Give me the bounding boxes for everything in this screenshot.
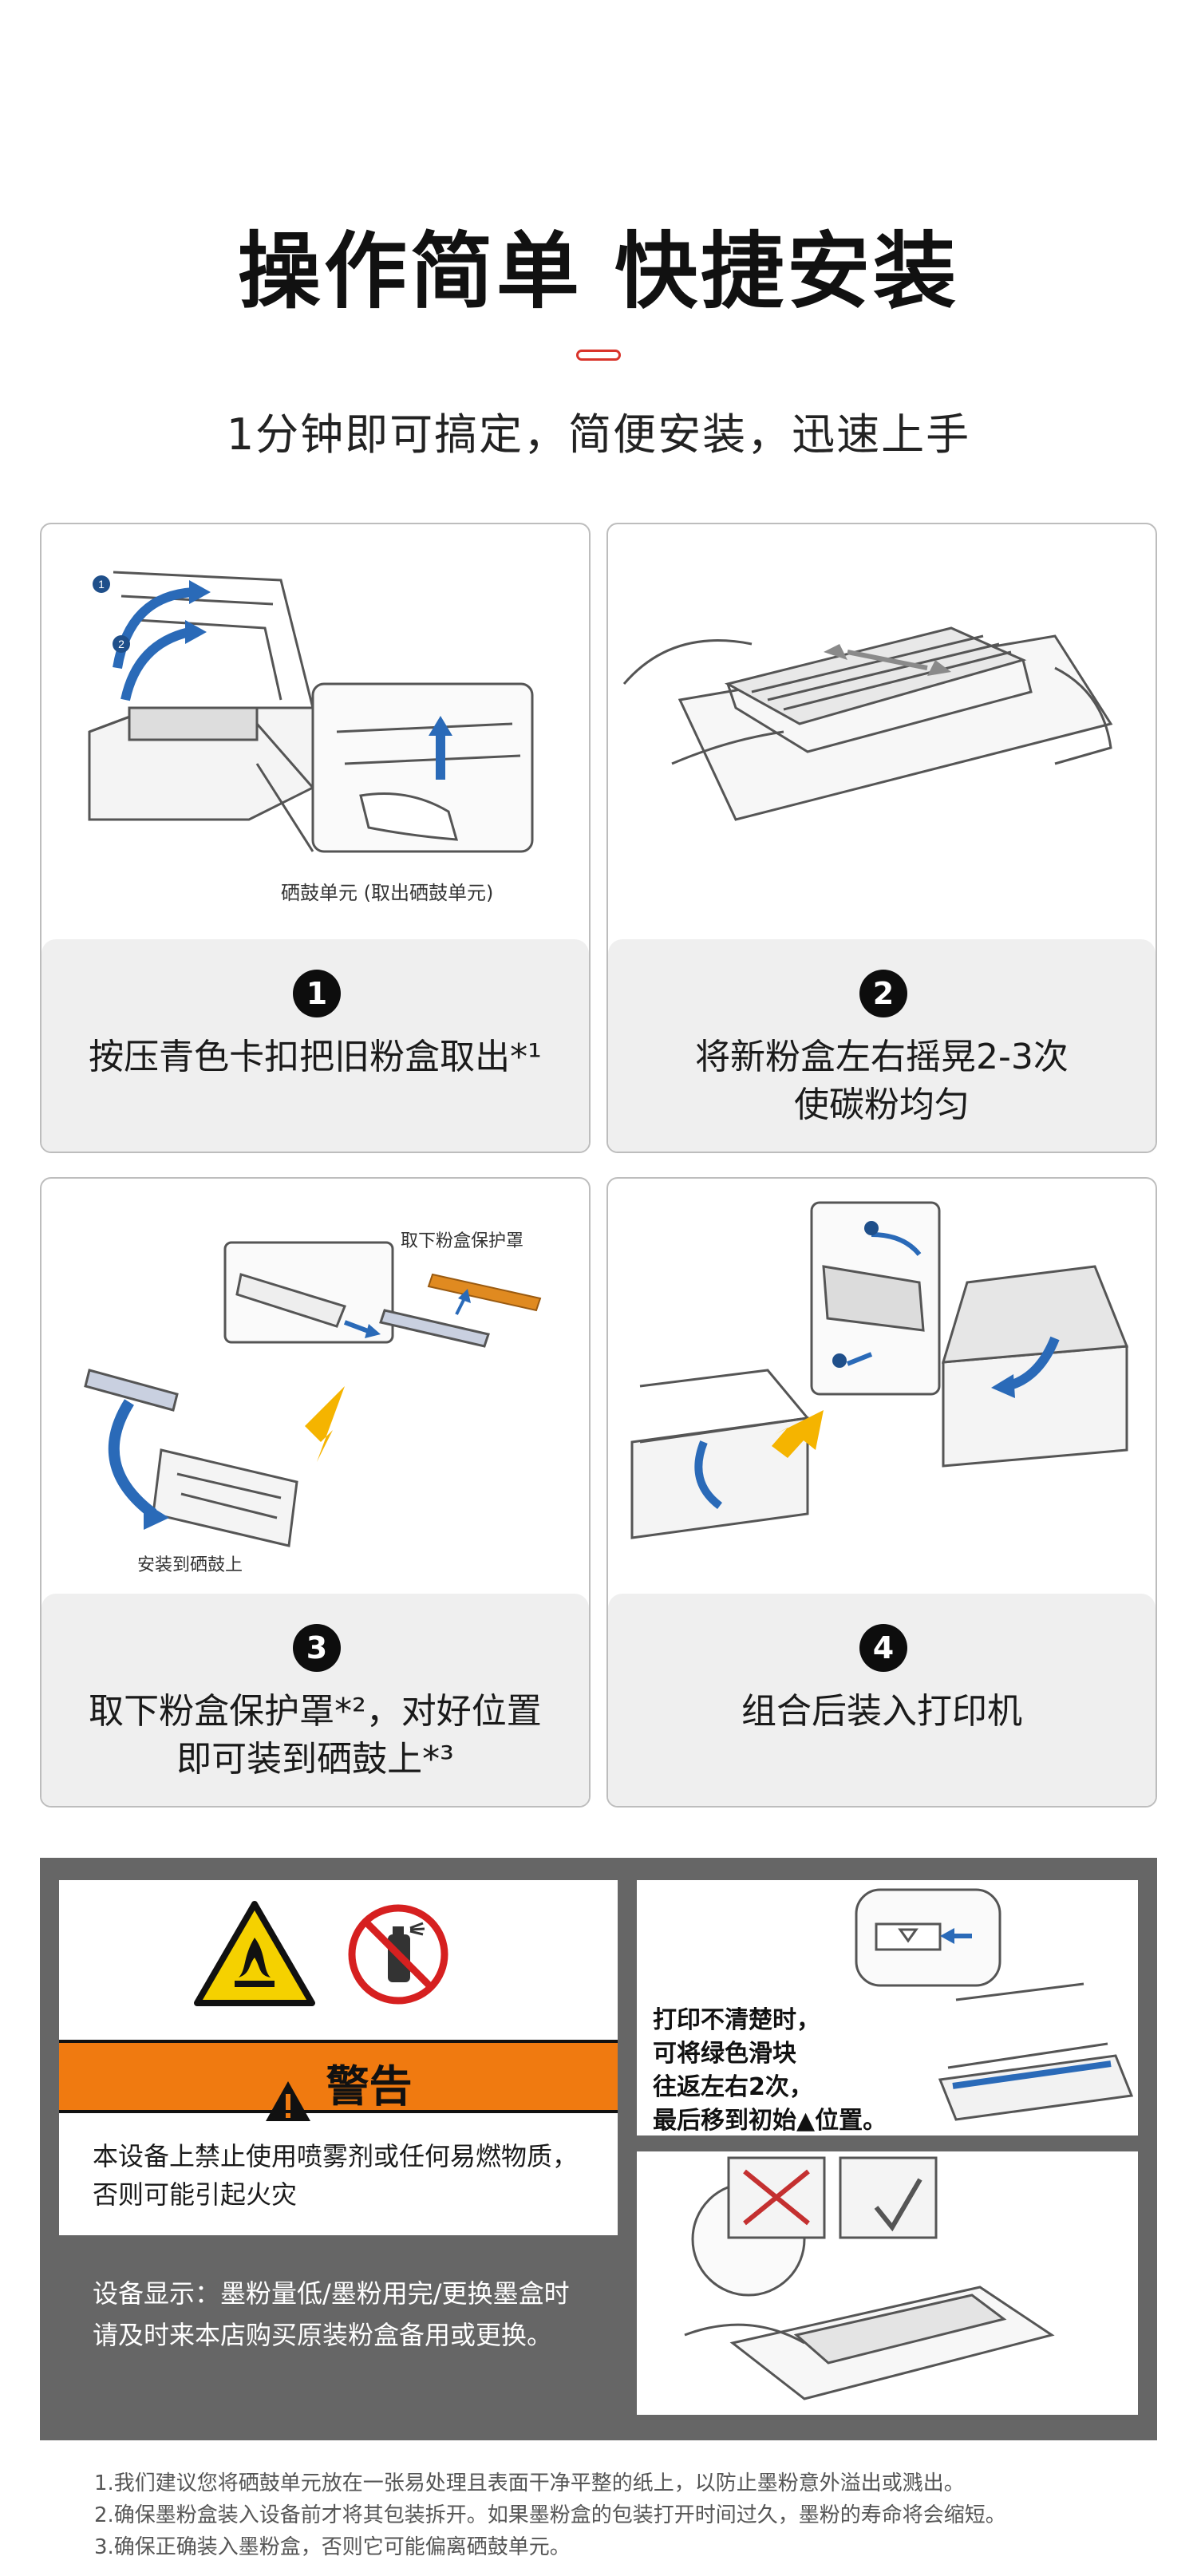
slider-tip-panel: 打印不清楚时， 可将绿色滑块 往返左右2次， 最后移到初始▲位置。: [637, 1880, 1138, 2135]
step-1-number: 1: [293, 970, 341, 1017]
step-1-text: 按压青色卡扣把旧粉盒取出*¹: [89, 1037, 542, 1077]
svg-text:2: 2: [118, 638, 124, 650]
title-divider: [576, 350, 621, 361]
footnotes: 1.我们建议您将硒鼓单元放在一张易处理且表面干净平整的纸上，以防止墨粉意外溢出或…: [94, 2467, 1179, 2563]
step-2-illustration: [608, 524, 1156, 939]
step-4-number: 4: [859, 1624, 907, 1672]
footnote-3: 3.确保正确装入墨粉盒，否则它可能偏离硒鼓单元。: [94, 2535, 571, 2559]
page-subtitle: 1分钟即可搞定，简便安装，迅速上手: [226, 409, 971, 460]
device-display-note: 设备显示：墨粉量低/墨粉用完/更换墨盒时 请及时来本店购买原装粉盒备用或更换。: [93, 2278, 570, 2350]
handling-panel: [637, 2151, 1138, 2415]
step-3-caption: 3 取下粉盒保护罩*²，对好位置 即可装到硒鼓上*³: [41, 1594, 589, 1806]
flammable-warning-icon: [194, 1901, 315, 2006]
slider-tip-text: 打印不清楚时， 可将绿色滑块 往返左右2次， 最后移到初始▲位置。: [653, 2006, 887, 2135]
step-3-image-label-remove: 取下粉盒保护罩: [401, 1231, 524, 1251]
step-card-2: 2 将新粉盒左右摇晃2-3次 使碳粉均匀: [606, 523, 1157, 1153]
footnote-1: 1.我们建议您将硒鼓单元放在一张易处理且表面干净平整的纸上，以防止墨粉意外溢出或…: [94, 2471, 965, 2495]
svg-text:1: 1: [98, 578, 105, 591]
warning-banner-label: 警告: [326, 2061, 413, 2112]
warning-banner: 警告: [59, 2040, 618, 2121]
step-4-text: 组合后装入打印机: [741, 1691, 1022, 1732]
step-card-1: 1 2 硒鼓单元 (取出硒鼓单元) 1 按压青色卡扣把旧粉盒取出*¹: [40, 523, 591, 1153]
step-3-image-label-install: 安装到硒鼓上: [137, 1555, 243, 1575]
step-3-text: 取下粉盒保护罩*²，对好位置 即可装到硒鼓上*³: [89, 1691, 542, 1780]
step-1-image-label: 硒鼓单元 (取出硒鼓单元): [281, 882, 494, 904]
drum-handling-illustration: [684, 2156, 1055, 2400]
warning-body-text: 本设备上禁止使用喷雾剂或任何易燃物质， 否则可能引起火灾: [93, 2141, 579, 2210]
warning-section: 警告 本设备上禁止使用喷雾剂或任何易燃物质， 否则可能引起火灾 设备显示：墨粉量…: [40, 1858, 1157, 2440]
step-1-caption: 1 按压青色卡扣把旧粉盒取出*¹: [41, 939, 589, 1152]
alert-triangle-icon: [264, 2080, 312, 2126]
step-2-text: 将新粉盒左右摇晃2-3次 使碳粉均匀: [695, 1037, 1069, 1125]
step-4-illustration: [608, 1179, 1156, 1594]
page-title: 操作简单 快捷安装: [237, 223, 960, 320]
drum-slider-illustration: [855, 1888, 1134, 2121]
no-spray-icon: [348, 1904, 448, 2005]
step-card-3: 取下粉盒保护罩 安装到硒鼓上 3 取下粉盒保护罩*²，对好位置 即可装到硒鼓上*…: [40, 1177, 591, 1808]
footnote-2: 2.确保墨粉盒装入设备前才将其包装拆开。如果墨粉盒的包装打开时间过久，墨粉的寿命…: [94, 2503, 1006, 2527]
step-2-number: 2: [859, 970, 907, 1017]
step-3-number: 3: [293, 1624, 341, 1672]
step-4-caption: 4 组合后装入打印机: [608, 1594, 1156, 1806]
step-1-illustration: 1 2: [41, 524, 589, 939]
step-3-illustration: [41, 1179, 589, 1594]
warning-panel: 警告 本设备上禁止使用喷雾剂或任何易燃物质， 否则可能引起火灾: [59, 1880, 618, 2235]
step-2-caption: 2 将新粉盒左右摇晃2-3次 使碳粉均匀: [608, 939, 1156, 1152]
step-card-4: 4 组合后装入打印机: [606, 1177, 1157, 1808]
